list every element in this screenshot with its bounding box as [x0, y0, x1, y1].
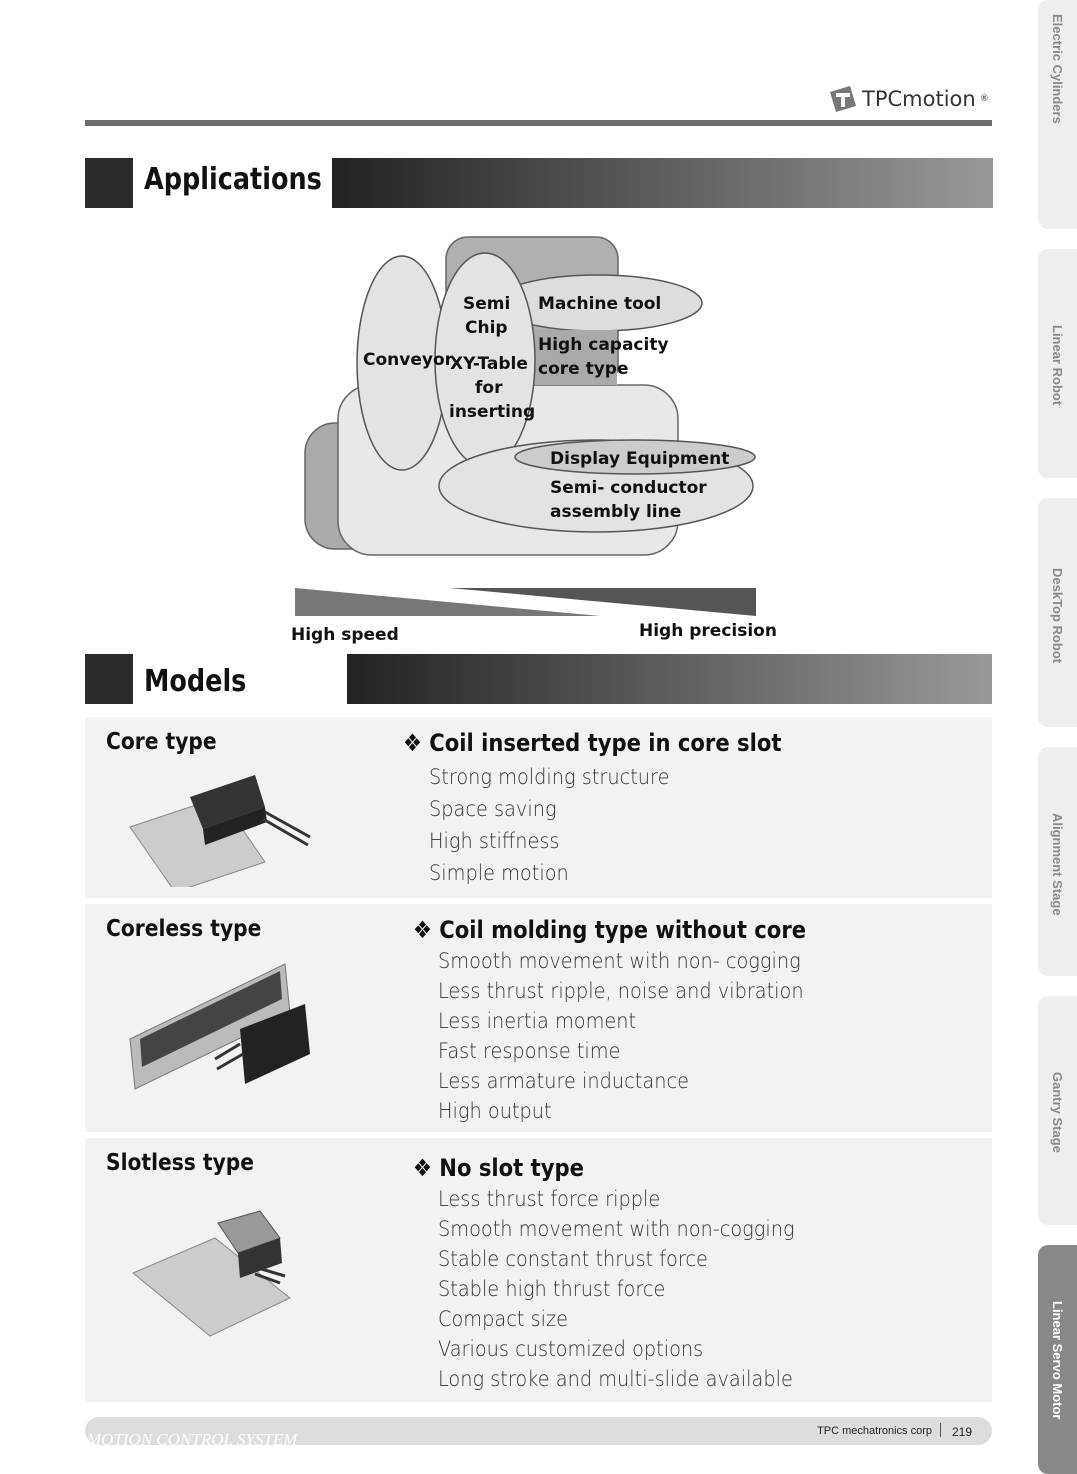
feature-item: Less thrust force ripple [438, 1187, 661, 1211]
tab-label: Linear Servo Motor [1050, 1301, 1065, 1420]
footer-divider [940, 1423, 941, 1437]
label-inserting: inserting [449, 402, 535, 422]
model-coreless-type: Coreless type ❖ Coil molding type withou… [85, 904, 992, 1132]
feature-item: Fast response time [438, 1039, 621, 1063]
page-footer: MOTION CONTROL SYSTEM TPC mechatronics c… [85, 1417, 992, 1449]
label-machine-tool: Machine tool [538, 294, 661, 314]
scale-high-speed: High speed [291, 625, 399, 645]
section-marker [85, 158, 133, 208]
core-motor-image [129, 775, 311, 887]
label-semi: Semi [463, 294, 510, 314]
feature-list: Strong molding structure Space saving Hi… [429, 761, 669, 889]
feature-list: Smooth movement with non- cogging Less t… [438, 946, 804, 1126]
feature-item: Stable constant thrust force [438, 1247, 708, 1271]
model-heading-text: No slot type [439, 1154, 584, 1182]
section-bar [347, 654, 992, 704]
model-heading: ❖ No slot type [413, 1154, 584, 1182]
tab-label: Electric Cylinders [1050, 14, 1065, 124]
section-marker [85, 654, 133, 704]
tab-linear-robot[interactable]: Linear Robot [1038, 249, 1077, 478]
header-rule [85, 120, 992, 126]
feature-item: Smooth movement with non-cogging [438, 1217, 795, 1241]
label-for: for [475, 378, 503, 398]
feature-item: Smooth movement with non- cogging [438, 949, 801, 973]
footer-tagline: MOTION CONTROL SYSTEM [87, 1430, 298, 1449]
label-display-equipment: Display Equipment [550, 449, 729, 469]
footer-company: TPC mechatronics corp [817, 1425, 932, 1437]
section-bar [332, 158, 993, 208]
brand-logo: TPCmotion® [828, 86, 989, 112]
label-core-type: core type [538, 359, 629, 379]
feature-item: Space saving [429, 797, 557, 821]
label-assembly-line: assembly line [550, 502, 681, 522]
tab-linear-servo-motor[interactable]: Linear Servo Motor [1038, 1245, 1077, 1474]
bullet-icon: ❖ [403, 729, 422, 757]
feature-item: Simple motion [429, 861, 569, 885]
bullet-icon: ❖ [413, 1154, 432, 1182]
label-chip: Chip [465, 318, 508, 338]
feature-item: Less armature inductance [438, 1069, 689, 1093]
tab-label: DeskTop Robot [1050, 568, 1065, 664]
tab-label: Linear Robot [1050, 325, 1065, 406]
feature-item: Various customized options [438, 1337, 704, 1361]
model-type-label: Coreless type [106, 916, 262, 942]
tab-electric-cylinders[interactable]: Electric Cylinders [1038, 0, 1077, 229]
label-semi-conductor: Semi- conductor [550, 478, 707, 498]
model-slotless-type: Slotless type ❖ No slot type Less thrust… [85, 1138, 992, 1402]
slotless-motor-image [132, 1210, 291, 1337]
coreless-motor-image [129, 963, 310, 1090]
tab-alignment-stage[interactable]: Alignment Stage [1038, 747, 1077, 976]
models-title: Models [144, 664, 247, 699]
feature-item: High output [438, 1099, 552, 1123]
scale-high-precision: High precision [639, 621, 777, 641]
bullet-icon: ❖ [413, 916, 432, 944]
model-heading-text: Coil inserted type in core slot [429, 729, 782, 757]
tpc-logo-icon [830, 86, 856, 112]
feature-item: Stable high thrust force [438, 1277, 666, 1301]
feature-item: Less inertia moment [438, 1009, 637, 1033]
model-type-label: Slotless type [106, 1150, 254, 1176]
speed-wedge [295, 588, 600, 616]
feature-item: High stiffness [429, 829, 560, 853]
applications-diagram: Conveyor Semi Chip XY-Table for insertin… [291, 236, 777, 645]
tab-label: Gantry Stage [1050, 1072, 1065, 1153]
feature-item: Long stroke and multi-slide available [438, 1367, 793, 1391]
label-high-capacity: High capacity [538, 335, 669, 355]
feature-item: Compact size [438, 1307, 569, 1331]
label-conveyor: Conveyor [363, 350, 454, 370]
registered-mark: ® [979, 94, 989, 104]
page-number: 219 [951, 1425, 972, 1439]
model-heading-text: Coil molding type without core [439, 916, 807, 944]
model-core-type: Core type ❖ Coil inserted type in core s… [85, 717, 992, 898]
feature-list: Less thrust force ripple Smooth movement… [438, 1184, 795, 1394]
feature-item: Strong molding structure [429, 765, 670, 789]
label-xy-table: XY-Table [450, 354, 528, 374]
model-heading: ❖ Coil inserted type in core slot [403, 729, 781, 757]
feature-item: Less thrust ripple, noise and vibration [438, 979, 804, 1003]
model-type-label: Core type [106, 729, 217, 755]
tab-desktop-robot[interactable]: DeskTop Robot [1038, 498, 1077, 727]
tab-gantry-stage[interactable]: Gantry Stage [1038, 996, 1077, 1225]
model-heading: ❖ Coil molding type without core [413, 916, 806, 944]
tab-label: Alignment Stage [1050, 813, 1065, 916]
applications-title: Applications [144, 162, 322, 197]
brand-name: TPCmotion [862, 87, 976, 111]
precision-wedge [450, 588, 756, 616]
